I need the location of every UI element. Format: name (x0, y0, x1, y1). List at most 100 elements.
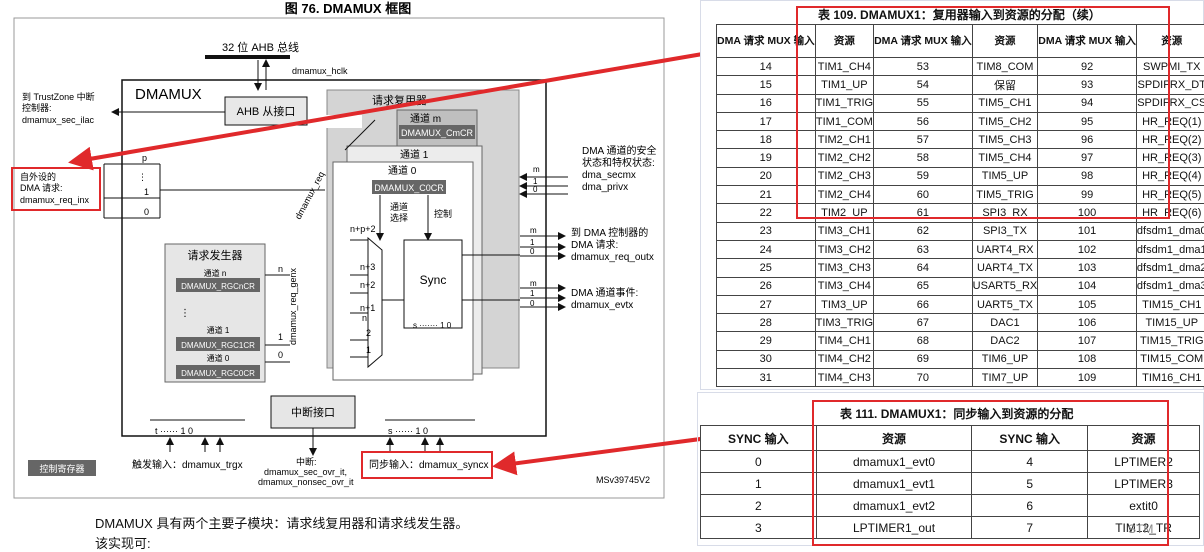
mux-in-n3: n+3 (360, 262, 375, 272)
sync-input-label: 同步输入：dmamux_syncx (369, 458, 488, 471)
interrupt-interface-label: 中断接口 (291, 405, 335, 419)
gen-out-0: 0 (278, 350, 283, 360)
out-label-1: 1 (530, 238, 535, 247)
mux-in-n: n (362, 313, 367, 323)
irq-label-3: dmamux_nonsec_ovr_it (258, 477, 354, 487)
body-text-line-1: DMAMUX 具有两个主要子模块：请求线复用器和请求线发生器。 (95, 513, 468, 532)
table-cell: 108 (1038, 350, 1137, 368)
bus-label-p: p (142, 153, 147, 163)
table-cell: 62 (874, 222, 973, 240)
table-cell: 65 (874, 277, 973, 295)
table-cell: 106 (1038, 314, 1137, 332)
column-header: SYNC 输入 (701, 426, 817, 451)
table-cell: TIM4_CH1 (815, 332, 873, 350)
table-cell: 29 (717, 332, 816, 350)
table-cell: 26 (717, 277, 816, 295)
req-genx-label: dmamux_req_genx (288, 267, 298, 345)
channel-m-label: 通道 m (410, 112, 441, 125)
req-outx-label: dmamux_req_outx (571, 252, 654, 263)
table-cell: 104 (1038, 277, 1137, 295)
irq-label-2: dmamux_sec_ovr_it, (264, 467, 347, 477)
dmamux-block-diagram: 图 76. DMAMUX 框图 DMAMUX 32 位 AHB 总线 dmamu… (0, 0, 700, 546)
gen-out-1: 1 (278, 332, 283, 342)
reg-rgcncr: DMAMUX_RGCnCR (181, 282, 255, 291)
table-cell: 31 (717, 369, 816, 387)
gen-dots: ⋮ (180, 308, 190, 319)
privx-label: dma_privx (582, 182, 628, 193)
hclk-label: dmamux_hclk (292, 66, 348, 76)
ahb-bus-label: 32 位 AHB 总线 (222, 40, 299, 54)
table-cell: TIM15_UP (1136, 314, 1204, 332)
table-cell: dfsdm1_dma1 (1136, 240, 1204, 258)
table-cell: 1 (701, 473, 817, 495)
table-cell: 2 (701, 495, 817, 517)
sec-label-m: m (533, 165, 540, 174)
table-cell: TIM16_CH1 (1136, 369, 1204, 387)
table-cell: DAC2 (972, 332, 1038, 350)
table-cell: 101 (1038, 222, 1137, 240)
table-cell: 25 (717, 259, 816, 277)
reg-c0cr: DMAMUX_C0CR (374, 183, 444, 193)
table-cell: TIM15_TRIG (1136, 332, 1204, 350)
table-cell: 23 (717, 222, 816, 240)
highlight-table111 (812, 400, 1169, 546)
gen-ch-n: 通道 n (204, 268, 227, 278)
sync-bus-label: s ······· 1 0 (413, 321, 452, 330)
trig-bus-label: t ······ 1 0 (155, 426, 193, 436)
table-cell: 28 (717, 314, 816, 332)
bus-label-1: 1 (144, 187, 149, 197)
table-cell: TIM3_CH2 (815, 240, 873, 258)
table-cell: UART4_RX (972, 240, 1038, 258)
watermark: STM (1128, 522, 1153, 536)
table-cell: 69 (874, 350, 973, 368)
table-cell: UART5_TX (972, 295, 1038, 313)
trustzone-label-1: 到 TrustZone 中断 (22, 91, 95, 102)
table-cell: dfsdm1_dma3 (1136, 277, 1204, 295)
table-cell: TIM3_CH4 (815, 277, 873, 295)
channel-1-label: 通道 1 (400, 148, 429, 161)
sec-state-2: 状态和特权状态: (582, 156, 655, 169)
table-cell: 68 (874, 332, 973, 350)
sync-label: Sync (420, 273, 447, 287)
gen-out-n: n (278, 264, 283, 274)
to-dma-label-1: 到 DMA 控制器的 (571, 226, 648, 239)
table-cell: 3 (701, 517, 817, 539)
to-dma-label-2: DMA 请求: (571, 238, 618, 251)
sec-state-1: DMA 通道的安全 (582, 144, 656, 157)
table-cell: USART5_RX (972, 277, 1038, 295)
mux-in-1: 1 (366, 345, 371, 355)
ext-req-signal: dmamux_req_inx (20, 195, 90, 205)
table-cell: TIM3_CH1 (815, 222, 873, 240)
gen-ch-1: 通道 1 (207, 325, 230, 335)
mux-in-2: 2 (366, 328, 371, 338)
evtx-label: dmamux_evtx (571, 300, 633, 311)
table-cell: 109 (1038, 369, 1137, 387)
table-cell: 103 (1038, 259, 1137, 277)
mux-in-n2: n+2 (360, 280, 375, 290)
request-generator-label: 请求发生器 (188, 248, 243, 262)
bus-label-0: 0 (144, 207, 149, 217)
mux-in-npp2: n+p+2 (350, 224, 376, 234)
mux-in-n1: n+1 (360, 303, 375, 313)
table-cell: TIM7_UP (972, 369, 1038, 387)
evt-label-m: m (530, 279, 537, 288)
secmx-label: dma_secmx (582, 170, 636, 181)
table-cell: dfsdm1_dma0 (1136, 222, 1204, 240)
table-cell: 27 (717, 295, 816, 313)
table-cell: 107 (1038, 332, 1137, 350)
chan-select-2: 选择 (390, 212, 408, 223)
ext-req-label-1: 自外设的 (20, 171, 56, 182)
reg-rgc1cr: DMAMUX_RGC1CR (181, 341, 255, 350)
table-cell: 67 (874, 314, 973, 332)
gen-ch-0: 通道 0 (207, 353, 230, 363)
sec-label-0: 0 (533, 185, 538, 194)
table-cell: TIM6_UP (972, 350, 1038, 368)
table-cell: 63 (874, 240, 973, 258)
table-cell: UART4_TX (972, 259, 1038, 277)
